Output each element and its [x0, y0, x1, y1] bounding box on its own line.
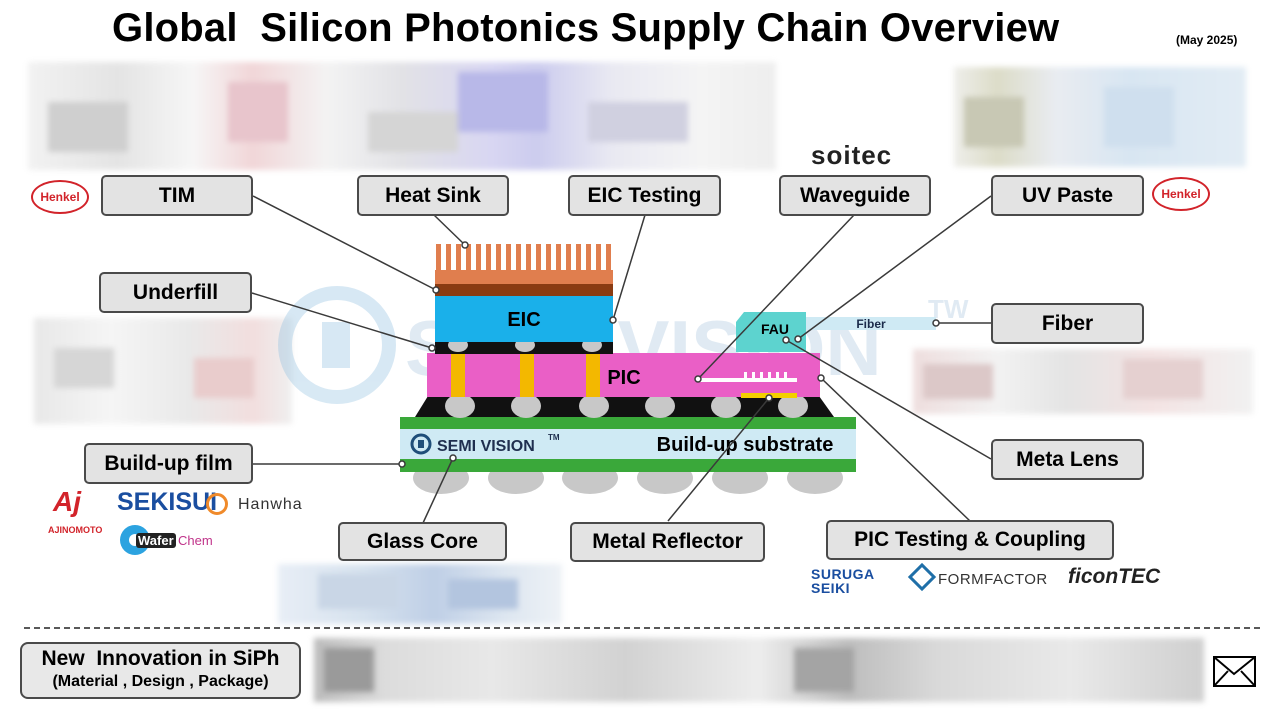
henkel-left-text: Henkel — [40, 190, 80, 204]
substrate-bottom-film — [400, 459, 856, 472]
grating-coupler — [697, 372, 797, 382]
formfactor-logo: FORMFACTOR — [938, 571, 1048, 588]
waferchem-text-a: Wafer — [136, 533, 176, 548]
ficontec-logo: ficonTEC — [1068, 565, 1161, 588]
heat-sink — [435, 244, 613, 284]
ajinomoto-text: AJINOMOTO — [48, 525, 103, 535]
label-meta-lens: Meta Lens — [991, 439, 1144, 480]
label-eic-testing: EIC Testing — [568, 175, 721, 216]
label-glass-core: Glass Core — [338, 522, 507, 561]
pic-label: PIC — [607, 367, 640, 389]
label-uv-paste: UV Paste — [991, 175, 1144, 216]
soitec-logo: soitec — [811, 140, 893, 170]
label-waveguide: Waveguide — [779, 175, 931, 216]
eic-die — [435, 296, 613, 342]
footer-line1: New Innovation in SiPh — [41, 647, 280, 670]
blurred-logos-top-right — [954, 67, 1246, 167]
substrate-brand-logo: SEMI VISION TM — [410, 433, 560, 455]
sekisui-logo: SEKISUI — [117, 488, 218, 516]
eic-label: EIC — [507, 309, 540, 331]
label-fiber: Fiber — [991, 303, 1144, 344]
footer-innovation-box: New Innovation in SiPh (Material , Desig… — [20, 642, 301, 699]
substrate-label: Build-up substrate — [657, 434, 834, 456]
hanwha-logo: Hanwha — [238, 496, 303, 513]
page-title: Global Silicon Photonics Supply Chain Ov… — [112, 6, 1060, 50]
label-tim: TIM — [101, 175, 253, 216]
title-date: (May 2025) — [1176, 33, 1238, 47]
mail-icon — [1213, 656, 1256, 687]
label-underfill: Underfill — [99, 272, 252, 313]
tsv-pillars — [451, 353, 600, 397]
blurred-logos-bottom-center — [278, 564, 562, 624]
fiber-diagram-label: Fiber — [856, 317, 886, 331]
substrate-brand-tm: TM — [548, 433, 560, 442]
leader-dots — [398, 241, 940, 468]
leader-lines — [251, 195, 992, 524]
blurred-logos-right — [913, 349, 1253, 414]
blurred-logos-left — [34, 318, 292, 424]
pic-bumps — [445, 394, 808, 418]
henkel-logo-left: Henkel — [31, 180, 89, 214]
fau-label: FAU — [761, 321, 789, 337]
label-buildup-film: Build-up film — [84, 443, 253, 484]
label-pic-testing: PIC Testing & Coupling — [826, 520, 1114, 560]
tim-layer — [435, 284, 613, 296]
substrate-core — [400, 429, 856, 459]
aj-logo: Aj — [53, 486, 81, 517]
blurred-logos-top-left — [28, 62, 776, 170]
substrate-brand-text: SEMI VISION — [437, 438, 535, 455]
henkel-logo-right: Henkel — [1152, 177, 1210, 211]
label-heat-sink: Heat Sink — [357, 175, 509, 216]
suruga-logo-line1: SURUGA — [811, 566, 875, 582]
suruga-logo-line2: SEIKI — [811, 580, 851, 596]
henkel-right-text: Henkel — [1161, 187, 1201, 201]
blurred-footer-strip — [314, 638, 1204, 702]
hanwha-icon — [206, 493, 228, 515]
fiber-strand — [806, 317, 936, 330]
substrate-top-film — [400, 417, 856, 429]
label-metal-reflector: Metal Reflector — [570, 522, 765, 562]
waferchem-text-b: Chem — [178, 533, 213, 548]
footer-line2: (Material , Design , Package) — [52, 673, 269, 690]
